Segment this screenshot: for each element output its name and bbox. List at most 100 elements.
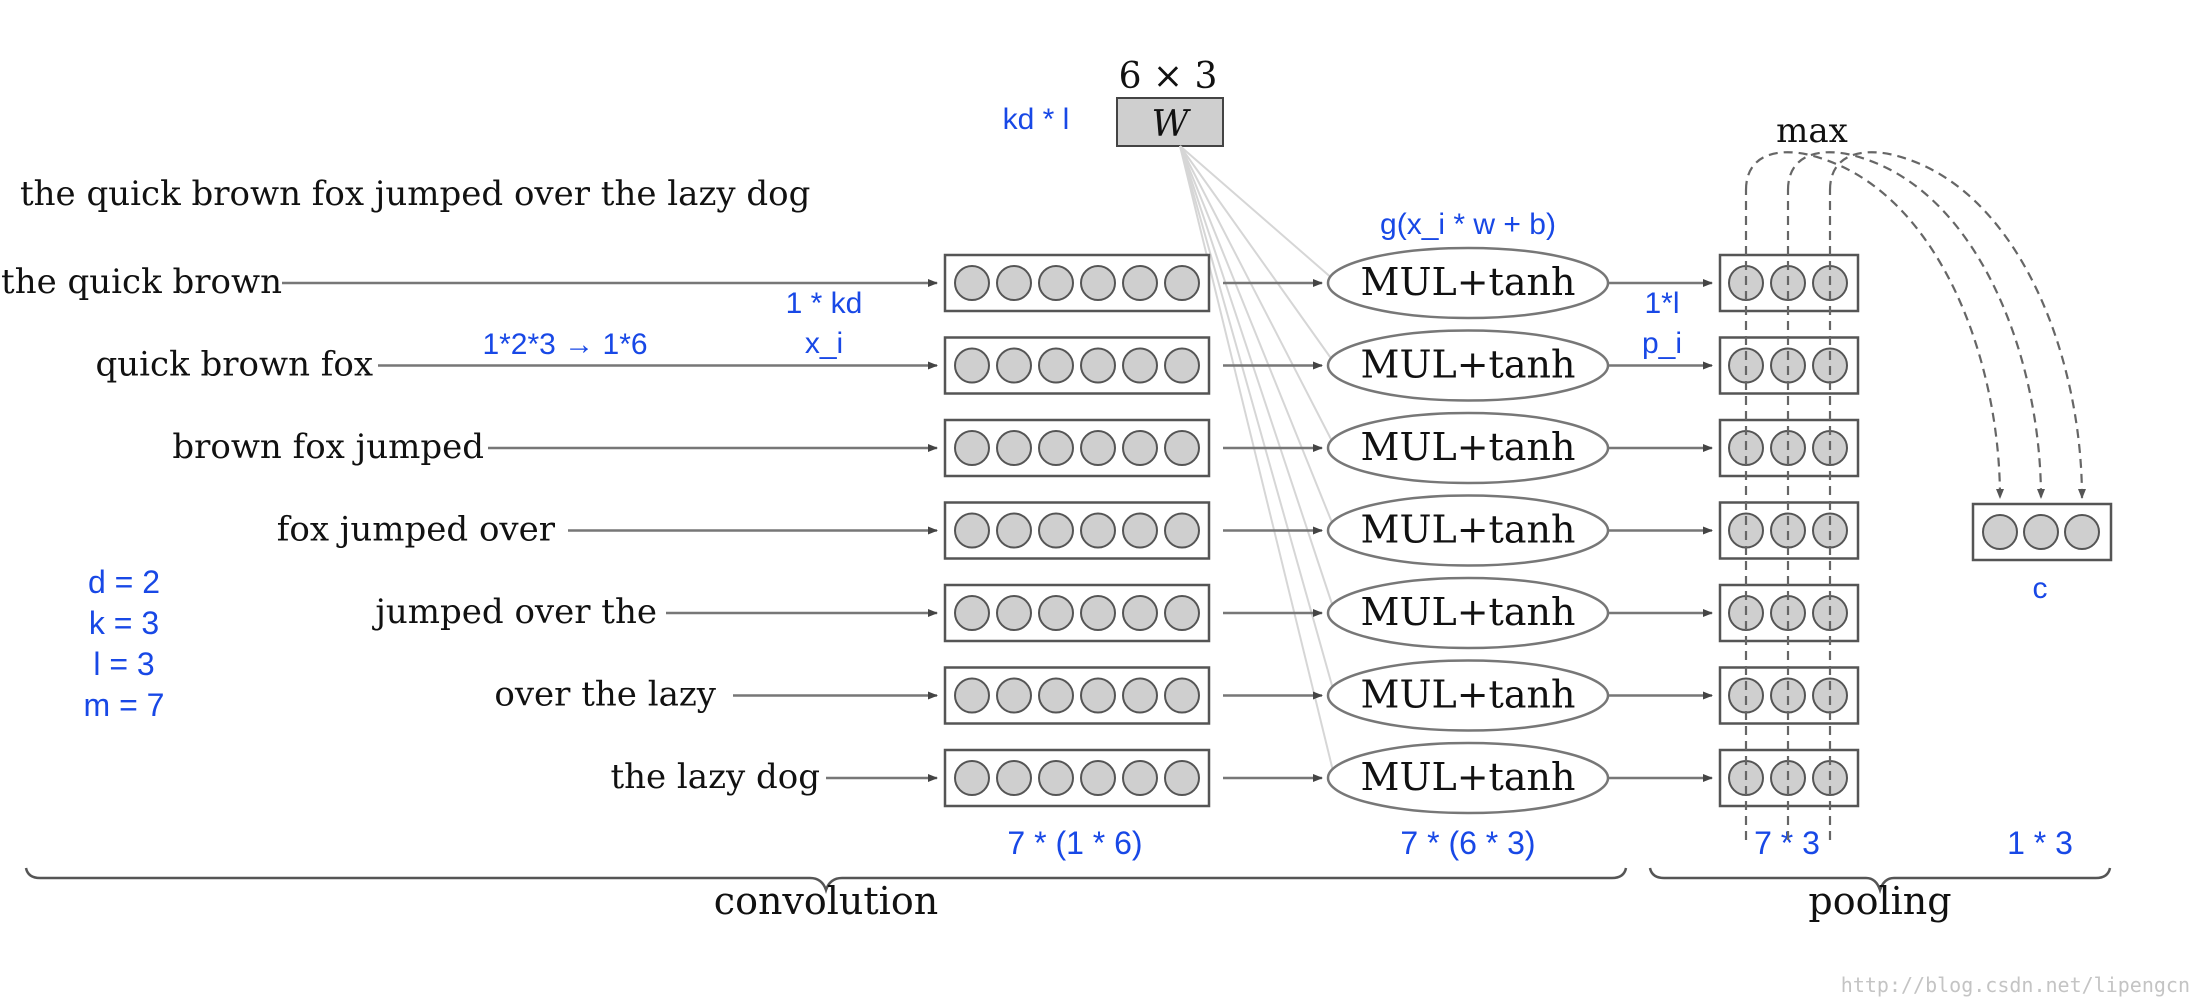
trigram-label: fox jumped over [277,510,556,550]
weight-line [1179,145,1335,528]
pooling-label: pooling [1808,879,1951,923]
embedding-unit [1122,677,1158,714]
embedding-unit [1038,512,1074,549]
embedding-unit [1164,595,1200,631]
weight-line [1179,145,1335,776]
output-dims-label: 1 * 3 [2007,825,2073,861]
embedding-unit [1122,430,1158,466]
pi-label: p_i [1642,327,1682,360]
embedding-unit [954,760,990,796]
weight-line [1179,145,1335,281]
weight-shape-note: kd * l [1003,103,1070,136]
max-label: max [1776,111,1848,151]
weight-connections [1179,145,1335,776]
weight-line [1179,145,1335,364]
embedding-unit [996,677,1032,714]
trigram-label: over the lazy [494,675,716,715]
embedding-unit [1122,347,1158,384]
weight-line [1179,145,1335,611]
embedding-unit [996,265,1032,301]
reshape-label: 1*2*3 → 1*6 [482,328,647,361]
embedding-unit [954,347,990,384]
param-l: l = 3 [93,646,154,682]
mul-tanh-label: MUL+tanh [1361,590,1576,634]
embedding-unit [1038,430,1074,466]
products-dims-label: 7 * (6 * 3) [1400,825,1535,861]
c-label: c [2033,572,2048,605]
embedding-unit [996,430,1032,466]
mul-tanh-label: MUL+tanh [1361,343,1576,387]
xi-label: x_i [805,327,843,360]
embedding-unit [1164,677,1200,714]
weight-dims-label: 6 × 3 [1119,56,1218,97]
embedding-unit [1038,347,1074,384]
pooling-brace [1648,867,2112,894]
embedding-unit [1038,595,1074,631]
embedding-unit [1164,430,1200,466]
watermark: http://blog.csdn.net/lipengcn [1841,973,2190,997]
embedding-unit [1038,677,1074,714]
embedding-unit [996,347,1032,384]
trigram-label: the lazy dog [610,757,820,797]
embedding-unit [996,595,1032,631]
convolution-brace [24,867,1628,894]
embedding-unit [1164,512,1200,549]
embedding-unit [1164,347,1200,384]
trigram-label: the quick brown [1,262,282,302]
output-unit [2064,514,2100,550]
trigram-row: jumped over the MUL+tanh [371,576,1860,650]
embedding-unit [1038,760,1074,796]
trigram-row: brown fox jumped MUL+tanh [172,411,1860,485]
mul-tanh-label: MUL+tanh [1361,755,1576,799]
weight-line [1179,145,1335,693]
embedding-unit [996,512,1032,549]
embedding-unit [1122,512,1158,549]
pooled-dims-label: 7 * 3 [1754,825,1820,861]
embedding-unit [1080,677,1116,714]
trigram-label: brown fox jumped [172,427,484,467]
formula-label: g(x_i * w + b) [1380,208,1556,241]
embedding-unit [1080,347,1116,384]
embedding-unit [1080,760,1116,796]
embedding-unit [954,595,990,631]
embedding-unit [1164,760,1200,796]
weight-symbol: W [1151,104,1191,145]
trigram-label: jumped over the [371,592,657,632]
embedding-unit [1122,265,1158,301]
embeddings-dims-label: 7 * (1 * 6) [1007,825,1142,861]
weight-matrix-box [1116,97,1224,147]
embedding-unit [1080,512,1116,549]
output-vector [1971,502,2113,562]
embedding-unit [1080,265,1116,301]
embedding-unit [1122,595,1158,631]
embedding-unit [996,760,1032,796]
embedding-unit [954,677,990,714]
mul-tanh-label: MUL+tanh [1361,508,1576,552]
embedding-unit [1122,760,1158,796]
embedding-unit [1080,430,1116,466]
param-d: d = 2 [88,564,160,600]
trigram-row: the lazy dog MUL+tanh [610,741,1860,815]
embedding-unit [1080,595,1116,631]
embedding-unit [1164,265,1200,301]
xi-shape-label: 1 * kd [786,287,863,320]
mul-tanh-label: MUL+tanh [1361,425,1576,469]
output-unit [2023,514,2059,550]
embedding-unit [1038,265,1074,301]
max-pool-arrow [1828,151,2086,499]
embedding-unit [954,265,990,301]
mul-tanh-label: MUL+tanh [1361,673,1576,717]
pooling-guides [1744,151,2086,840]
pi-shape-label: 1*l [1644,287,1679,320]
embedding-unit [954,430,990,466]
full-sentence: the quick brown fox jumped over the lazy… [20,174,810,214]
trigram-row: over the lazy MUL+tanh [494,659,1860,732]
embedding-unit [954,512,990,549]
trigram-row: fox jumped over MUL+tanh [277,494,1860,567]
weight-line [1179,145,1335,446]
param-k: k = 3 [89,605,159,641]
